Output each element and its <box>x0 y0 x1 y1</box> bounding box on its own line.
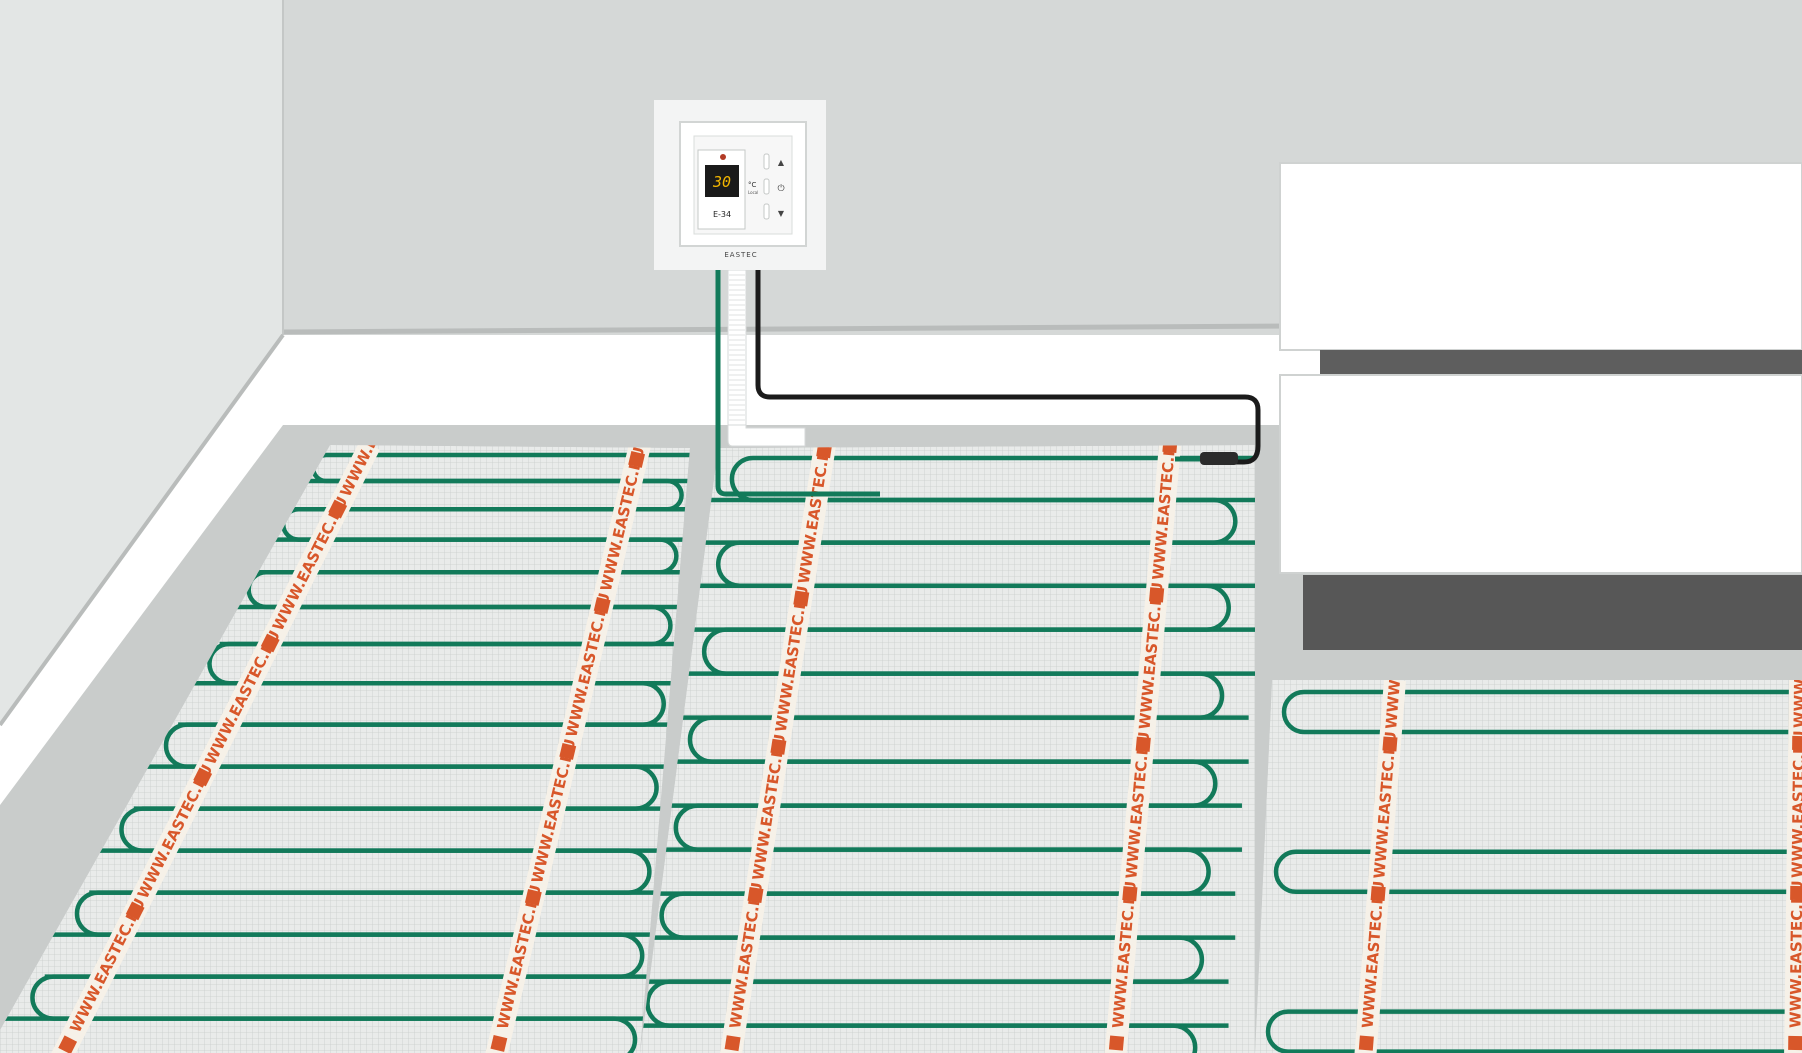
up-button[interactable] <box>763 153 770 170</box>
furniture-top-panel <box>1279 162 1802 351</box>
eastec-logo-icon <box>747 886 764 903</box>
heating-mat-right: WWW.EASTEC.RU WWW.EASTEC.RU WWW.EASTEC.RUW… <box>1255 580 1802 1053</box>
cable-loop-right <box>700 497 1238 545</box>
cable-loop-left <box>1273 849 1802 895</box>
cable-loop-left <box>1281 689 1802 735</box>
heating-mat-center: WWW.EASTEC.RUWWW.EASTEC.RUWWW.EASTEC.RUW… <box>640 445 1255 1053</box>
cable-loop-left <box>1265 1009 1802 1053</box>
down-arrow-icon: ▼ <box>778 209 785 218</box>
power-button[interactable] <box>763 178 770 195</box>
eastec-logo-icon <box>1149 587 1165 603</box>
eastec-logo-icon <box>1790 885 1802 901</box>
cable-loop-right <box>219 604 673 647</box>
eastec-logo-icon <box>328 499 348 519</box>
cable-loop-right <box>133 764 659 811</box>
eastec-logo-icon <box>724 1035 741 1052</box>
eastec-logo-icon <box>793 590 810 607</box>
heating-mat-left: WWW.EASTEC.RUWWW.EASTEC.RUWWW.EASTEC.RUW… <box>0 445 690 1053</box>
brand-label: EASTEC <box>724 251 757 259</box>
furniture-base-shadow <box>1303 575 1802 650</box>
tape-label: WWW.EASTEC.RU <box>1786 880 1802 1028</box>
mesh <box>0 445 690 1053</box>
left-wall <box>0 0 283 725</box>
eastec-logo-icon <box>770 738 787 755</box>
tape-strip <box>1784 680 1802 1053</box>
eastec-logo-icon <box>628 451 646 468</box>
thermostat: 30 °C Local E-34 ▲ ⏻ ▼ EASTEC <box>654 100 826 270</box>
temperature-unit: °C <box>748 181 757 189</box>
heating-cable <box>1265 689 1802 1053</box>
eastec-logo-icon <box>58 1035 78 1053</box>
power-icon: ⏻ <box>777 183 784 194</box>
cable-loop-right <box>657 759 1218 808</box>
cable-loop-right <box>288 478 684 512</box>
cable-loop-right <box>640 935 1205 984</box>
eastec-logo-icon <box>193 767 213 787</box>
tape-strip <box>1354 680 1406 1053</box>
eastec-logo-icon <box>1370 885 1386 902</box>
cable-loop-right <box>89 848 652 895</box>
tape-label: WWW.EASTEC.RU <box>1790 580 1802 728</box>
model-label: E-34 <box>713 210 731 219</box>
mode-label: Local <box>748 190 758 195</box>
left-baseboard <box>0 335 283 805</box>
mounting-tape: WWW.EASTEC.RU WWW.EASTEC.RU WWW.EASTEC.RU <box>1784 580 1802 1053</box>
eastec-logo-icon <box>490 1035 508 1052</box>
eastec-logo-icon <box>1382 736 1398 752</box>
cable-coupling <box>1200 452 1238 465</box>
eastec-logo-icon <box>1358 1035 1374 1051</box>
mesh <box>1255 680 1802 1053</box>
tape-label: WWW.EASTEC.RU <box>1788 730 1802 878</box>
eastec-logo-icon <box>1108 1035 1125 1051</box>
down-button[interactable] <box>763 203 770 220</box>
temperature-display <box>705 165 739 197</box>
cable-loop-right <box>44 932 645 979</box>
up-arrow-icon: ▲ <box>778 158 785 167</box>
cable-loop-right <box>640 1023 1198 1053</box>
eastec-logo-icon <box>1122 886 1138 902</box>
cable-loop-right <box>0 1016 638 1053</box>
eastec-logo-icon <box>1792 735 1802 751</box>
heating-cable-lead <box>715 270 880 497</box>
eastec-logo-icon <box>593 597 611 614</box>
eastec-logo-icon <box>559 743 577 760</box>
conduit-elbow <box>727 424 806 447</box>
heating-cable <box>0 452 690 1053</box>
eastec-logo-icon <box>1788 1035 1802 1051</box>
eastec-logo-icon <box>125 901 145 921</box>
cable-loop-right <box>643 847 1211 896</box>
power-cable <box>755 270 1261 465</box>
cable-loop-right <box>178 680 666 727</box>
furniture-bottom-panel <box>1279 374 1802 574</box>
baseboard-edge <box>282 323 1291 335</box>
heating-cable <box>640 455 1255 1053</box>
left-baseboard-edge <box>0 333 285 727</box>
eastec-logo-icon <box>260 633 280 653</box>
baseboard <box>283 335 1320 425</box>
furniture-gap-shadow <box>1320 350 1802 375</box>
eastec-logo-icon <box>1135 736 1151 752</box>
cable-loop-right <box>686 583 1231 632</box>
cable-loop-right <box>672 671 1225 720</box>
cable-loop-right <box>256 537 679 575</box>
eastec-logo-icon <box>524 889 542 906</box>
status-led <box>720 154 726 160</box>
temperature-value: 30 <box>712 173 731 191</box>
